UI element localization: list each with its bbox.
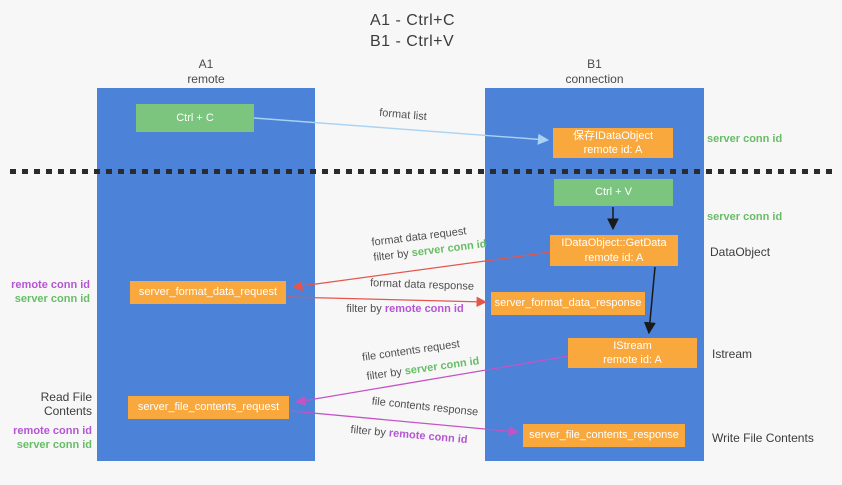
remote-conn-id-label: remote conn id <box>13 425 92 437</box>
node-file-request-label: server_file_contents_request <box>137 401 280 414</box>
arrow-getdata-to-istream <box>643 266 656 335</box>
annotation-write-file-contents: Write File Contents <box>712 431 814 445</box>
node-format-request-label: server_format_data_request <box>138 286 278 299</box>
node-save-idataobject-line2: remote id: A <box>583 144 643 156</box>
node-format-response-label: server_format_data_response <box>494 297 642 310</box>
column-a1-subtitle: remote <box>187 72 225 86</box>
node-server-file-contents-response: server_file_contents_response <box>523 424 685 447</box>
node-idataobject-getdata: IDataObject::GetData remote id: A <box>550 235 678 266</box>
title-line-2: B1 - Ctrl+V <box>370 33 455 51</box>
annotation-dataobject: DataObject <box>710 245 771 259</box>
node-istream-line2: remote id: A <box>603 354 662 366</box>
label-format-data-response-filter: filter by remote conn id <box>340 303 470 315</box>
arrow-format-data-response <box>286 296 487 307</box>
column-header-a1: A1 remote <box>97 57 315 87</box>
node-getdata-line1: IDataObject::GetData <box>561 237 667 250</box>
filter-key-remote-conn-id: remote conn id <box>384 303 464 315</box>
annotation-read-file-contents: Read File Contents remote conn id server… <box>2 390 92 452</box>
node-save-idataobject: 保存IDataObject remote id: A <box>553 128 673 158</box>
arrow-format-list <box>253 117 550 145</box>
node-ctrl-c-label: Ctrl + C <box>176 111 214 124</box>
column-a1-name: A1 <box>198 57 214 71</box>
annotation-server-conn-id-mid: server conn id <box>707 211 783 223</box>
server-conn-id-label: server conn id <box>16 439 92 451</box>
read-file-contents-label: Read File Contents <box>40 390 92 418</box>
node-ctrl-v-label: Ctrl + V <box>595 186 632 199</box>
node-server-format-data-response: server_format_data_response <box>491 292 645 315</box>
dotted-separator <box>10 169 834 174</box>
arrow-file-contents-request <box>295 355 570 406</box>
annotation-format-conn-ids: remote conn id server conn id <box>2 278 90 306</box>
arrow-format-data-request <box>292 251 552 292</box>
column-b1-subtitle: connection <box>565 72 624 86</box>
node-server-format-data-request: server_format_data_request <box>130 281 286 304</box>
diagram-title: A1 - Ctrl+C B1 - Ctrl+V <box>370 10 455 52</box>
node-ctrl-v: Ctrl + V <box>554 179 673 206</box>
filter-prefix: filter by <box>346 303 385 315</box>
node-server-file-contents-request: server_file_contents_request <box>128 396 289 419</box>
server-conn-id-label: server conn id <box>14 293 90 305</box>
node-istream: IStream remote id: A <box>568 338 697 368</box>
node-ctrl-c: Ctrl + C <box>136 104 254 132</box>
node-istream-line1: IStream <box>613 339 652 352</box>
column-b1-name: B1 <box>587 57 602 71</box>
arrow-file-contents-response <box>290 410 519 437</box>
annotation-istream: Istream <box>712 347 753 361</box>
remote-conn-id-label: remote conn id <box>11 279 90 291</box>
node-file-response-label: server_file_contents_response <box>529 429 679 442</box>
annotation-server-conn-id-top: server conn id <box>707 133 783 145</box>
node-save-idataobject-line1: 保存IDataObject <box>572 129 654 142</box>
title-line-1: A1 - Ctrl+C <box>370 12 456 29</box>
column-header-b1: B1 connection <box>485 57 704 87</box>
node-getdata-line2: remote id: A <box>584 251 644 264</box>
